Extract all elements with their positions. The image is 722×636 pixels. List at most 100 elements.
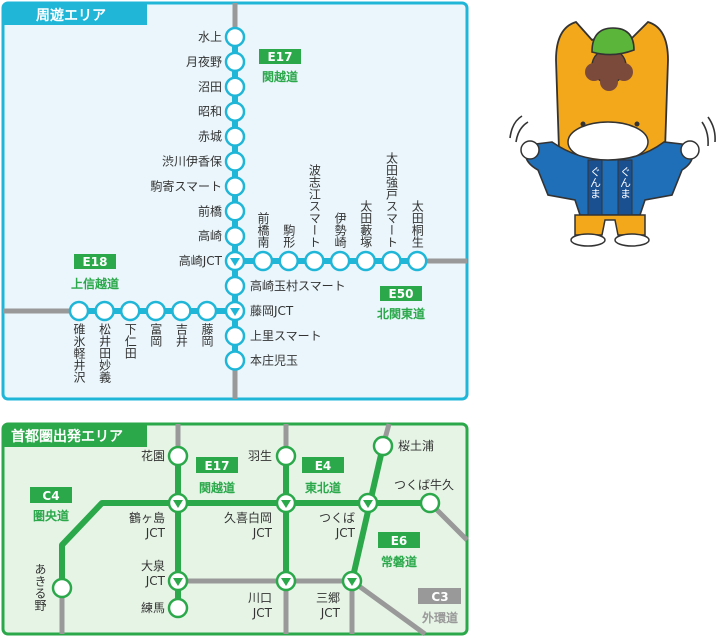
e17-code: E17: [268, 50, 293, 64]
station-label: 吉井: [174, 323, 188, 348]
junction-triangle-icon: [173, 578, 183, 586]
station-label: 伊勢崎: [333, 212, 347, 248]
station-label: 前橋南: [256, 211, 270, 248]
junction-triangle-icon: [281, 578, 291, 586]
station-label: つくば牛久: [394, 477, 454, 492]
c3-code: C3: [431, 590, 448, 604]
e17-name: 関越道: [199, 480, 235, 495]
station-label: 駒形: [282, 224, 296, 249]
station-marker: [224, 26, 246, 48]
station-label: 桜土浦: [398, 439, 434, 453]
c3-badge: [418, 588, 461, 604]
gunma-mascot: ぐんま ぐんま: [509, 20, 716, 247]
station-marker: [406, 250, 428, 272]
e17-badge: [259, 49, 301, 64]
station-label: 富岡: [149, 322, 163, 347]
e6-code: E6: [391, 534, 408, 548]
e17-code: E17: [205, 459, 230, 473]
station-label: 大泉: [141, 559, 165, 573]
station-label: JCT: [252, 606, 273, 620]
station-label: 上里スマート: [250, 329, 322, 343]
station-label: 駒寄スマート: [150, 178, 222, 193]
station-marker: [304, 250, 325, 272]
e6-name: 常磐道: [381, 554, 417, 569]
station-marker: [119, 300, 141, 322]
station-label: 練馬: [141, 601, 165, 615]
station-label: 花園: [141, 448, 165, 463]
junction-triangle-icon: [347, 578, 357, 586]
station-marker: [224, 151, 246, 172]
station-label: 月夜野: [186, 54, 222, 69]
station-label: 高崎玉村スマート: [250, 278, 346, 293]
junction-triangle-icon: [363, 500, 373, 508]
station-label: 三郷: [316, 591, 340, 605]
e18-name: 上信越道: [71, 276, 119, 291]
e18-badge: [74, 254, 116, 269]
bottom-area-panel: 首都圏出発エリア E17 関越道 E4 東北道 C4 圏央道 E6 常磐道 C3…: [1, 422, 469, 636]
station-marker: [167, 445, 189, 467]
station-marker: [372, 435, 394, 457]
station-marker: [224, 76, 246, 98]
station-label: 昭和: [198, 105, 222, 119]
station-marker: [329, 250, 351, 272]
station-marker: [51, 577, 73, 599]
station-label: JCT: [320, 606, 341, 620]
bottom-panel-frame: [1, 422, 469, 636]
station-label: 渋川伊香保: [162, 155, 222, 169]
junction-triangle-icon: [230, 308, 240, 316]
station-label: 太田桐生: [410, 199, 424, 248]
c4-badge: [30, 487, 72, 503]
station-label: 藤岡JCT: [250, 304, 294, 318]
junction-triangle-icon: [173, 500, 183, 508]
top-area-tab: [3, 3, 147, 25]
station-label: 羽生: [248, 449, 272, 463]
station-marker: [224, 275, 246, 297]
station-label: JCT: [145, 574, 166, 588]
mascot-hat: [591, 27, 635, 56]
station-marker: [275, 445, 297, 467]
station-marker: [94, 300, 115, 322]
station-label: JCT: [335, 526, 356, 540]
station-label: 前橋: [198, 203, 222, 218]
station-marker: [278, 250, 299, 272]
station-label: 太田強戸スマート: [385, 151, 399, 248]
station-label: 久喜白岡: [224, 510, 272, 525]
top-area-panel: 周遊エリア E17 関越道 E18 上信越道 E50 北関東道 水上月夜野沼田昭…: [1, 1, 469, 401]
motion-lines: [509, 115, 716, 147]
station-marker: [224, 126, 246, 147]
station-label: 碓氷軽井沢: [72, 322, 86, 384]
e6-badge: [378, 532, 420, 548]
station-label: 太田藪塚: [359, 199, 373, 248]
e4-badge: [302, 457, 344, 473]
c4-line: [59, 500, 430, 588]
c3-name: 外環道: [422, 610, 458, 625]
station-label: 川口: [248, 591, 272, 605]
e17-badge: [196, 457, 238, 473]
junction-triangle-icon: [281, 500, 291, 508]
station-label: 松井田妙義: [98, 323, 112, 383]
station-label: 鶴ヶ島: [129, 510, 165, 525]
e50-name: 北関東道: [377, 306, 425, 321]
station-marker: [355, 250, 377, 272]
station-label: 沼田: [198, 80, 222, 94]
e50-code: E50: [389, 287, 414, 301]
station-marker: [224, 176, 246, 197]
station-label: 本庄児玉: [250, 353, 298, 368]
station-label: つくば: [319, 511, 355, 525]
station-marker: [171, 300, 192, 322]
station-marker: [68, 300, 90, 322]
station-marker: [224, 350, 246, 371]
station-label: 波志江スマート: [307, 164, 321, 248]
station-marker: [167, 597, 189, 619]
c4-name: 圏央道: [33, 508, 69, 523]
station-label: JCT: [145, 526, 166, 540]
station-marker: [224, 201, 246, 222]
mascot-legs: [574, 214, 646, 236]
station-label: JCT: [252, 526, 273, 540]
station-label: 赤城: [198, 130, 222, 144]
station-marker: [252, 250, 274, 272]
station-marker: [419, 492, 441, 514]
junction-triangle-icon: [230, 258, 240, 266]
e18-code: E18: [83, 255, 108, 269]
